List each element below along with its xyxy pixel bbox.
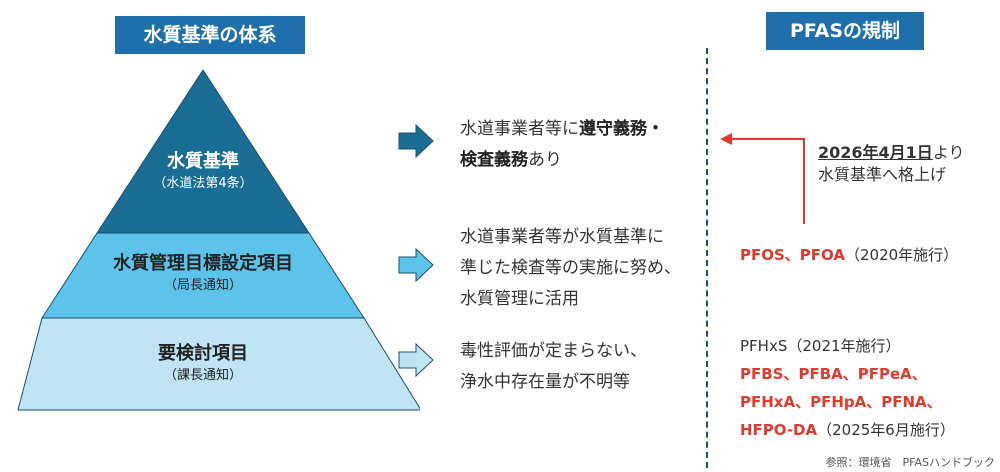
pfas-tier-3-line-1: PFHxS（2021年施行） bbox=[740, 337, 901, 355]
description-tier-2: 水道事業者等が水質基準に 準じた検査等の実施に努め、 水質管理に活用 bbox=[460, 222, 705, 315]
tier-1-sub: （水道法第4条） bbox=[153, 176, 253, 191]
tier-3-label: 要検討項目 （課長通知） bbox=[53, 342, 353, 386]
tier-3-sub: （課長通知） bbox=[163, 368, 242, 383]
pfas-tier-3-line-4-red: HFPO-DA bbox=[740, 421, 818, 439]
arrow-right-icon bbox=[398, 343, 434, 377]
tier-2-sub: （局長通知） bbox=[163, 278, 242, 293]
pyramid-tier-3 bbox=[17, 317, 420, 411]
description-tier-3: 毒性評価が定まらない、 浄水中存在量が不明等 bbox=[460, 336, 700, 398]
pfas-tier-3-line-3: PFHxA、PFHpA、PFNA、 bbox=[740, 393, 942, 411]
upgrade-arrow-icon bbox=[720, 133, 805, 224]
pfas-tier-2: PFOS、PFOA（2020年施行） bbox=[740, 241, 995, 269]
arrow-right-icon bbox=[398, 124, 434, 158]
pfas-tier-3-line-2: PFBS、PFBA、PFPeA、 bbox=[740, 365, 927, 383]
upgrade-date: 2026年4月1日 bbox=[818, 143, 933, 162]
pfas-tier-2-plain: （2020年施行） bbox=[845, 246, 959, 264]
left-header: 水質基準の体系 bbox=[115, 16, 305, 54]
desc-3-line-2: 浄水中存在量が不明等 bbox=[460, 372, 630, 392]
source-footer: 参照：環境省 PFASハンドブック bbox=[825, 456, 995, 469]
tier-1-title: 水質基準 bbox=[167, 151, 239, 172]
tier-2-label: 水質管理目標設定項目 （局長通知） bbox=[53, 252, 353, 296]
desc-1-bold1: 遵守義務・ bbox=[579, 119, 664, 139]
tier-1-label: 水質基準 （水道法第4条） bbox=[53, 150, 353, 194]
desc-3-line-1: 毒性評価が定まらない、 bbox=[460, 341, 647, 361]
pyramid-diagram bbox=[17, 69, 420, 411]
tier-3-title: 要検討項目 bbox=[158, 343, 248, 364]
desc-1-pre: 水道事業者等に bbox=[460, 119, 579, 139]
arrow-right-icon bbox=[398, 248, 434, 282]
dashed-divider bbox=[706, 48, 708, 468]
upgrade-note-line-2: 水質基準へ格上げ bbox=[818, 165, 947, 184]
tier-2-title: 水質管理目標設定項目 bbox=[113, 253, 293, 274]
pfas-tier-3: PFHxS（2021年施行） PFBS、PFBA、PFPeA、 PFHxA、PF… bbox=[740, 332, 995, 444]
upgrade-note: 2026年4月1日より 水質基準へ格上げ bbox=[818, 142, 998, 186]
right-header: PFASの規制 bbox=[766, 12, 924, 50]
desc-2-line-1: 水道事業者等が水質基準に bbox=[460, 227, 664, 247]
desc-2-line-2: 準じた検査等の実施に努め、 bbox=[460, 258, 681, 278]
desc-1-bold2: 検査義務 bbox=[460, 150, 528, 170]
pfas-tier-2-red: PFOS、PFOA bbox=[740, 246, 845, 264]
pfas-tier-3-line-4-plain: （2025年6月施行） bbox=[817, 421, 955, 439]
description-tier-1: 水道事業者等に遵守義務・ 検査義務あり bbox=[460, 114, 700, 176]
upgrade-note-post: より bbox=[932, 143, 965, 162]
desc-2-line-3: 水質管理に活用 bbox=[460, 289, 579, 309]
desc-1-post: あり bbox=[528, 150, 562, 170]
